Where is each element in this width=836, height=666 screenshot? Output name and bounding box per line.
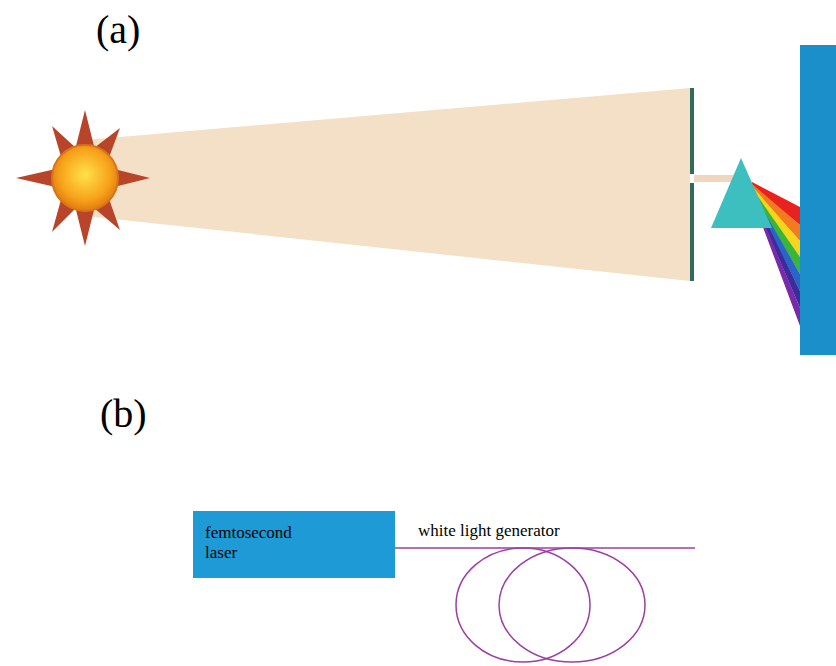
fiber-line (395, 547, 695, 549)
projection-screen (800, 45, 836, 355)
slit-screen (690, 88, 694, 174)
laser-box: femtosecond laser (193, 511, 395, 578)
light-beam (85, 88, 690, 281)
sun-rays (16, 110, 150, 246)
slit-screen (690, 183, 694, 281)
fiber-coil (456, 548, 590, 662)
sun (52, 145, 118, 211)
fiber-coil (499, 548, 645, 662)
panel-label: (b) (100, 392, 147, 436)
part-label: white light generator (418, 522, 560, 541)
node-text: femtosecond laser (205, 523, 325, 564)
panel-label: (a) (96, 8, 140, 52)
prism (711, 158, 772, 228)
